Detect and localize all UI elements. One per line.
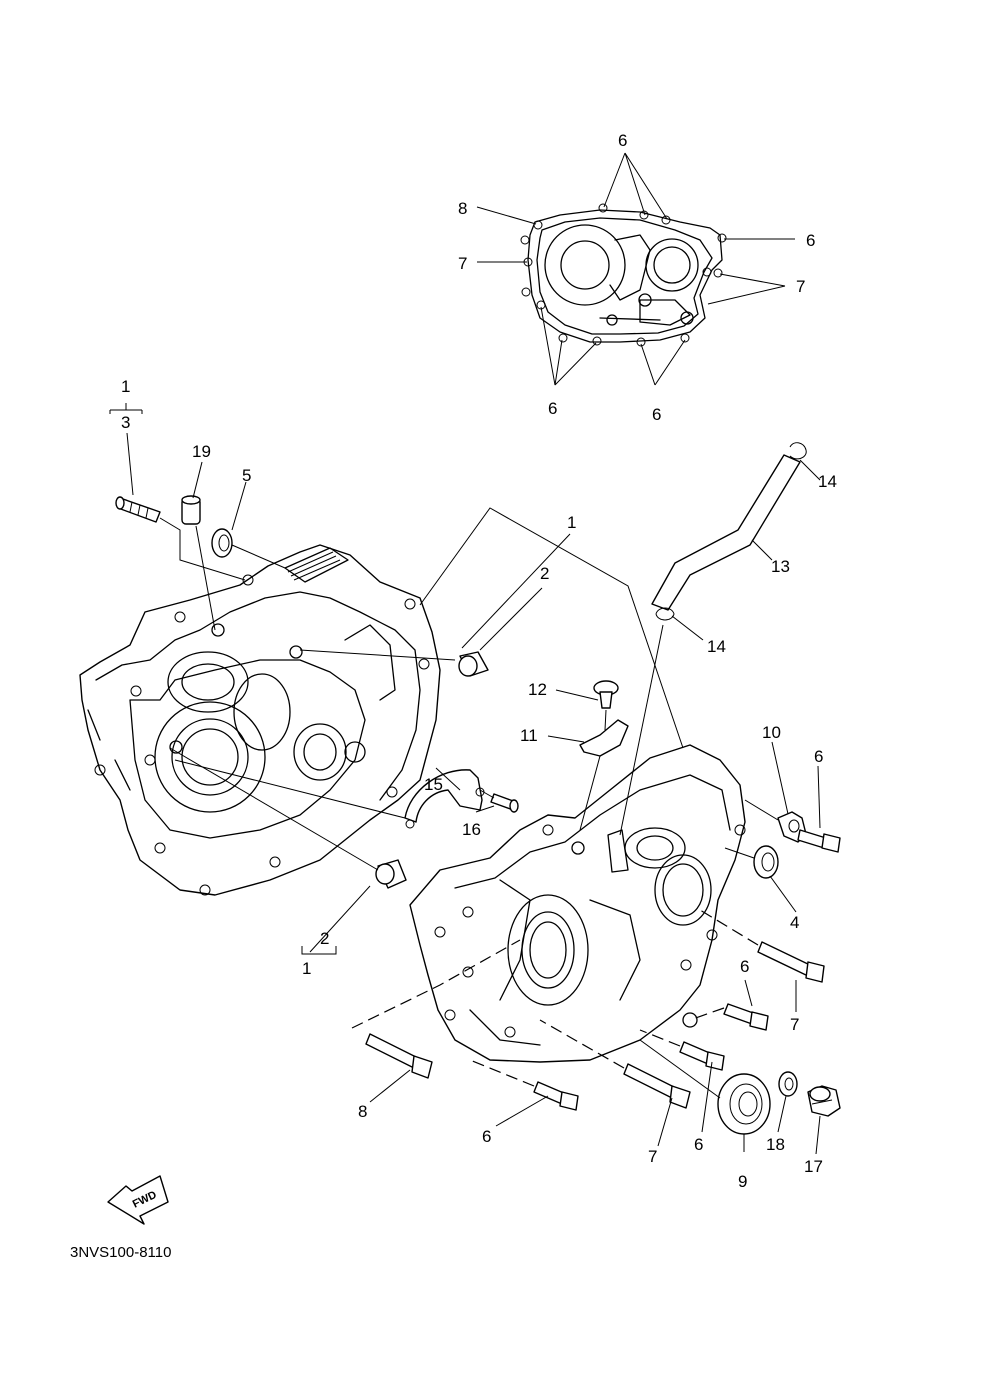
left-crankcase-half — [79, 544, 441, 896]
callout-17: 17 — [804, 1157, 823, 1176]
callout-labels: 6 8 6 7 7 6 6 1 3 19 5 1 2 14 13 14 12 1… — [121, 131, 837, 1191]
callout-6: 6 — [482, 1127, 491, 1146]
callout-6: 6 — [652, 405, 661, 424]
callout-1: 1 — [567, 513, 576, 532]
bracket-part-10 — [744, 799, 807, 843]
plate-part-15 — [174, 759, 485, 829]
oil-seal-part-5 — [211, 528, 286, 569]
callout-13: 13 — [771, 557, 790, 576]
callout-1: 1 — [121, 377, 130, 396]
callout-7: 7 — [458, 254, 467, 273]
screw-part-16 — [479, 789, 519, 813]
callout-14: 14 — [707, 637, 726, 656]
dowel-part-2-bottom — [169, 747, 407, 889]
callout-6: 6 — [548, 399, 557, 418]
callout-6: 6 — [740, 957, 749, 976]
clip-part-11 — [579, 719, 629, 831]
callout-14: 14 — [818, 472, 837, 491]
callout-18: 18 — [766, 1135, 785, 1154]
plug-part-17 — [807, 1085, 841, 1117]
callout-11: 11 — [520, 726, 538, 745]
bolt-part-6-bottom2 — [639, 1029, 725, 1071]
hose-part-13 — [619, 442, 807, 836]
callout-12: 12 — [528, 680, 547, 699]
bolt-part-7-right — [699, 909, 825, 983]
dowel-part-2-top — [299, 649, 489, 677]
callout-8: 8 — [458, 199, 467, 218]
callout-6: 6 — [694, 1135, 703, 1154]
callout-15: 15 — [424, 775, 443, 794]
callout-9: 9 — [738, 1172, 747, 1191]
callout-2: 2 — [540, 564, 549, 583]
bolt-part-7-bottom — [539, 1019, 691, 1109]
stud-part-3 — [115, 496, 246, 581]
callout-6: 6 — [806, 231, 815, 250]
callout-2: 2 — [320, 929, 329, 948]
callout-6: 6 — [618, 131, 627, 150]
forward-direction-arrow-icon: FWD — [107, 1175, 169, 1225]
screw-part-12 — [593, 680, 619, 731]
diagram-code: 3NVS100-8110 — [70, 1244, 171, 1261]
bolt-part-6-bottom — [469, 1059, 579, 1111]
callout-7: 7 — [648, 1147, 657, 1166]
callout-10: 10 — [762, 723, 781, 742]
bolt-part-6-right — [797, 829, 841, 853]
callout-5: 5 — [242, 466, 251, 485]
callout-8: 8 — [358, 1102, 367, 1121]
washer-part-18 — [778, 1071, 798, 1097]
right-crankcase-half — [409, 744, 746, 1063]
callout-7: 7 — [796, 277, 805, 296]
callout-4: 4 — [790, 913, 799, 932]
callout-19: 19 — [192, 442, 211, 461]
leader-lines — [109, 403, 821, 1155]
bolt-part-8 — [351, 939, 521, 1079]
callout-7: 7 — [790, 1015, 799, 1034]
callout-16: 16 — [462, 820, 481, 839]
callout-3: 3 — [121, 413, 130, 432]
crankcase-outline-view — [476, 152, 795, 386]
seal-part-4 — [724, 845, 779, 879]
cap-part-19 — [181, 495, 216, 631]
callout-1: 1 — [302, 959, 311, 978]
bolt-part-6-mid — [689, 1003, 769, 1031]
callout-6: 6 — [814, 747, 823, 766]
